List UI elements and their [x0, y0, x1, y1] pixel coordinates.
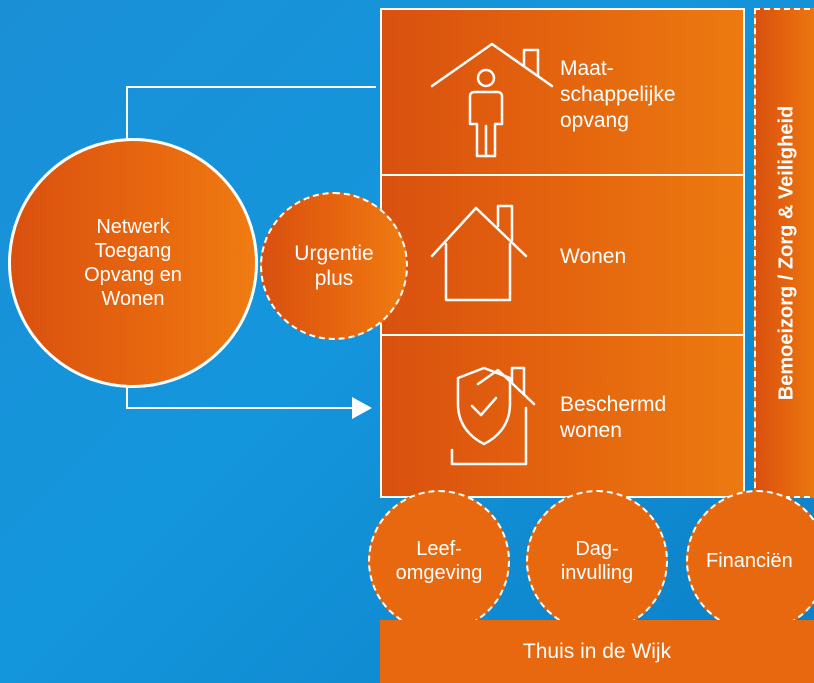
house-icon: [426, 200, 536, 310]
urgentie-circle: Urgentie plus: [260, 192, 408, 340]
connector-top-vertical: [126, 86, 128, 141]
connector-bottom-horizontal: [126, 407, 356, 409]
block-label-wonen: Wonen: [560, 245, 627, 268]
side-panel-label: Bemoeizorg / Zorg & Veiligheid: [775, 105, 798, 401]
connector-bottom-vertical: [126, 385, 128, 409]
network-circle: Netwerk Toegang Opvang en Wonen: [8, 138, 258, 388]
arrow-head-icon: [352, 397, 372, 419]
bottom-bar-label: Thuis in de Wijk: [522, 639, 672, 663]
bottom-bar-thuis: Thuis in de Wijk: [380, 620, 814, 683]
leefomgeving-label: Leef- omgeving: [395, 538, 483, 584]
house-shield-icon: [428, 364, 538, 474]
urgentie-label: Urgentie plus: [294, 241, 374, 290]
circle-financien: Financiën: [686, 490, 814, 632]
block-beschermd-wonen: Beschermd wonen: [380, 334, 745, 498]
block-wonen: Wonen: [380, 174, 745, 336]
side-panel-bemoeizorg: Bemoeizorg / Zorg & Veiligheid: [754, 8, 814, 498]
daginvulling-label: Dag- invulling: [560, 538, 634, 584]
connector-top-horizontal: [126, 86, 376, 88]
circle-leefomgeving: Leef- omgeving: [368, 490, 510, 632]
circle-daginvulling: Dag- invulling: [526, 490, 668, 632]
financien-label: Financiën: [706, 550, 793, 572]
house-person-icon: [426, 36, 556, 166]
block-label-opvang: Maat- schappelijke opvang: [560, 57, 676, 132]
block-maatschappelijke-opvang: Maat- schappelijke opvang: [380, 8, 745, 176]
network-label: Netwerk Toegang Opvang en Wonen: [84, 216, 182, 310]
block-label-beschermd: Beschermd wonen: [560, 393, 667, 442]
